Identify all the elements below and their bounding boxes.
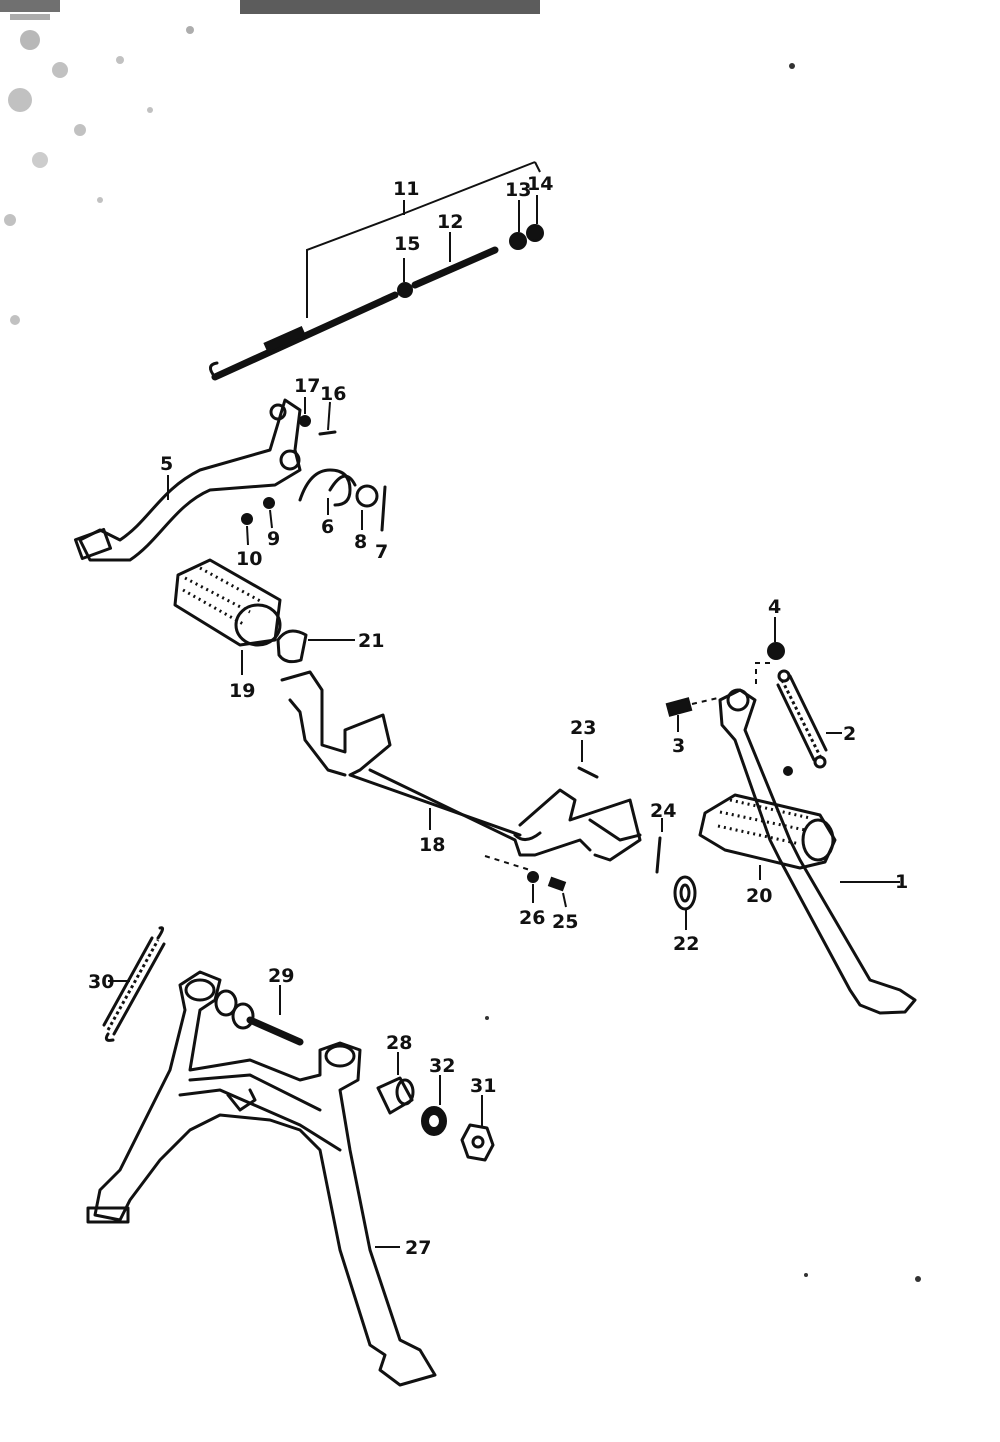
callout-label: 28 <box>386 1032 412 1054</box>
center-stand-hardware <box>376 1052 495 1162</box>
brake-pedal <box>73 398 302 562</box>
left-footrest <box>173 558 355 675</box>
callout-label: 20 <box>746 885 772 907</box>
footrest-hardware <box>484 740 663 908</box>
callout-label: 16 <box>320 383 346 405</box>
side-stand <box>718 688 917 1015</box>
callout-label: 5 <box>160 453 173 475</box>
callout-label: 1 <box>895 871 908 893</box>
callout-label: 14 <box>527 173 553 195</box>
callout-label: 11 <box>393 178 419 200</box>
callout-label: 7 <box>375 541 388 563</box>
pedal-small-parts <box>241 397 387 546</box>
right-footrest <box>698 793 837 880</box>
callout-label: 6 <box>321 516 334 538</box>
part-labels: 1 2 3 4 5 6 7 8 9 10 11 12 13 14 15 16 1… <box>88 173 908 1259</box>
callout-label: 29 <box>268 965 294 987</box>
callout-label: 27 <box>405 1237 431 1259</box>
callout-label: 2 <box>843 723 856 745</box>
callout-label: 32 <box>429 1055 455 1077</box>
callout-label: 8 <box>354 531 367 553</box>
callout-label: 22 <box>673 933 699 955</box>
callout-label: 17 <box>294 375 320 397</box>
callout-label: 12 <box>437 211 463 233</box>
callout-label: 13 <box>505 179 531 201</box>
callout-label: 4 <box>768 596 781 618</box>
callout-label: 18 <box>419 834 445 856</box>
center-stand-spring <box>102 926 166 1042</box>
brake-rod-assembly <box>209 161 544 381</box>
center-stand <box>86 970 437 1387</box>
callout-label: 30 <box>88 971 114 993</box>
footrest-bar <box>280 670 642 862</box>
callout-label: 25 <box>552 911 578 933</box>
callout-label: 31 <box>470 1075 496 1097</box>
callout-label: 19 <box>229 680 255 702</box>
washer <box>673 875 697 930</box>
callout-label: 9 <box>267 528 280 550</box>
center-stand-bolt <box>214 985 304 1046</box>
side-stand-spring <box>665 617 842 769</box>
callout-label: 21 <box>358 630 384 652</box>
callout-label: 15 <box>394 233 420 255</box>
callout-label: 3 <box>672 735 685 757</box>
callout-label: 10 <box>236 548 262 570</box>
callout-label: 24 <box>650 800 676 822</box>
callout-label: 26 <box>519 907 545 929</box>
callout-label: 23 <box>570 717 596 739</box>
scan-noise <box>0 0 921 1282</box>
